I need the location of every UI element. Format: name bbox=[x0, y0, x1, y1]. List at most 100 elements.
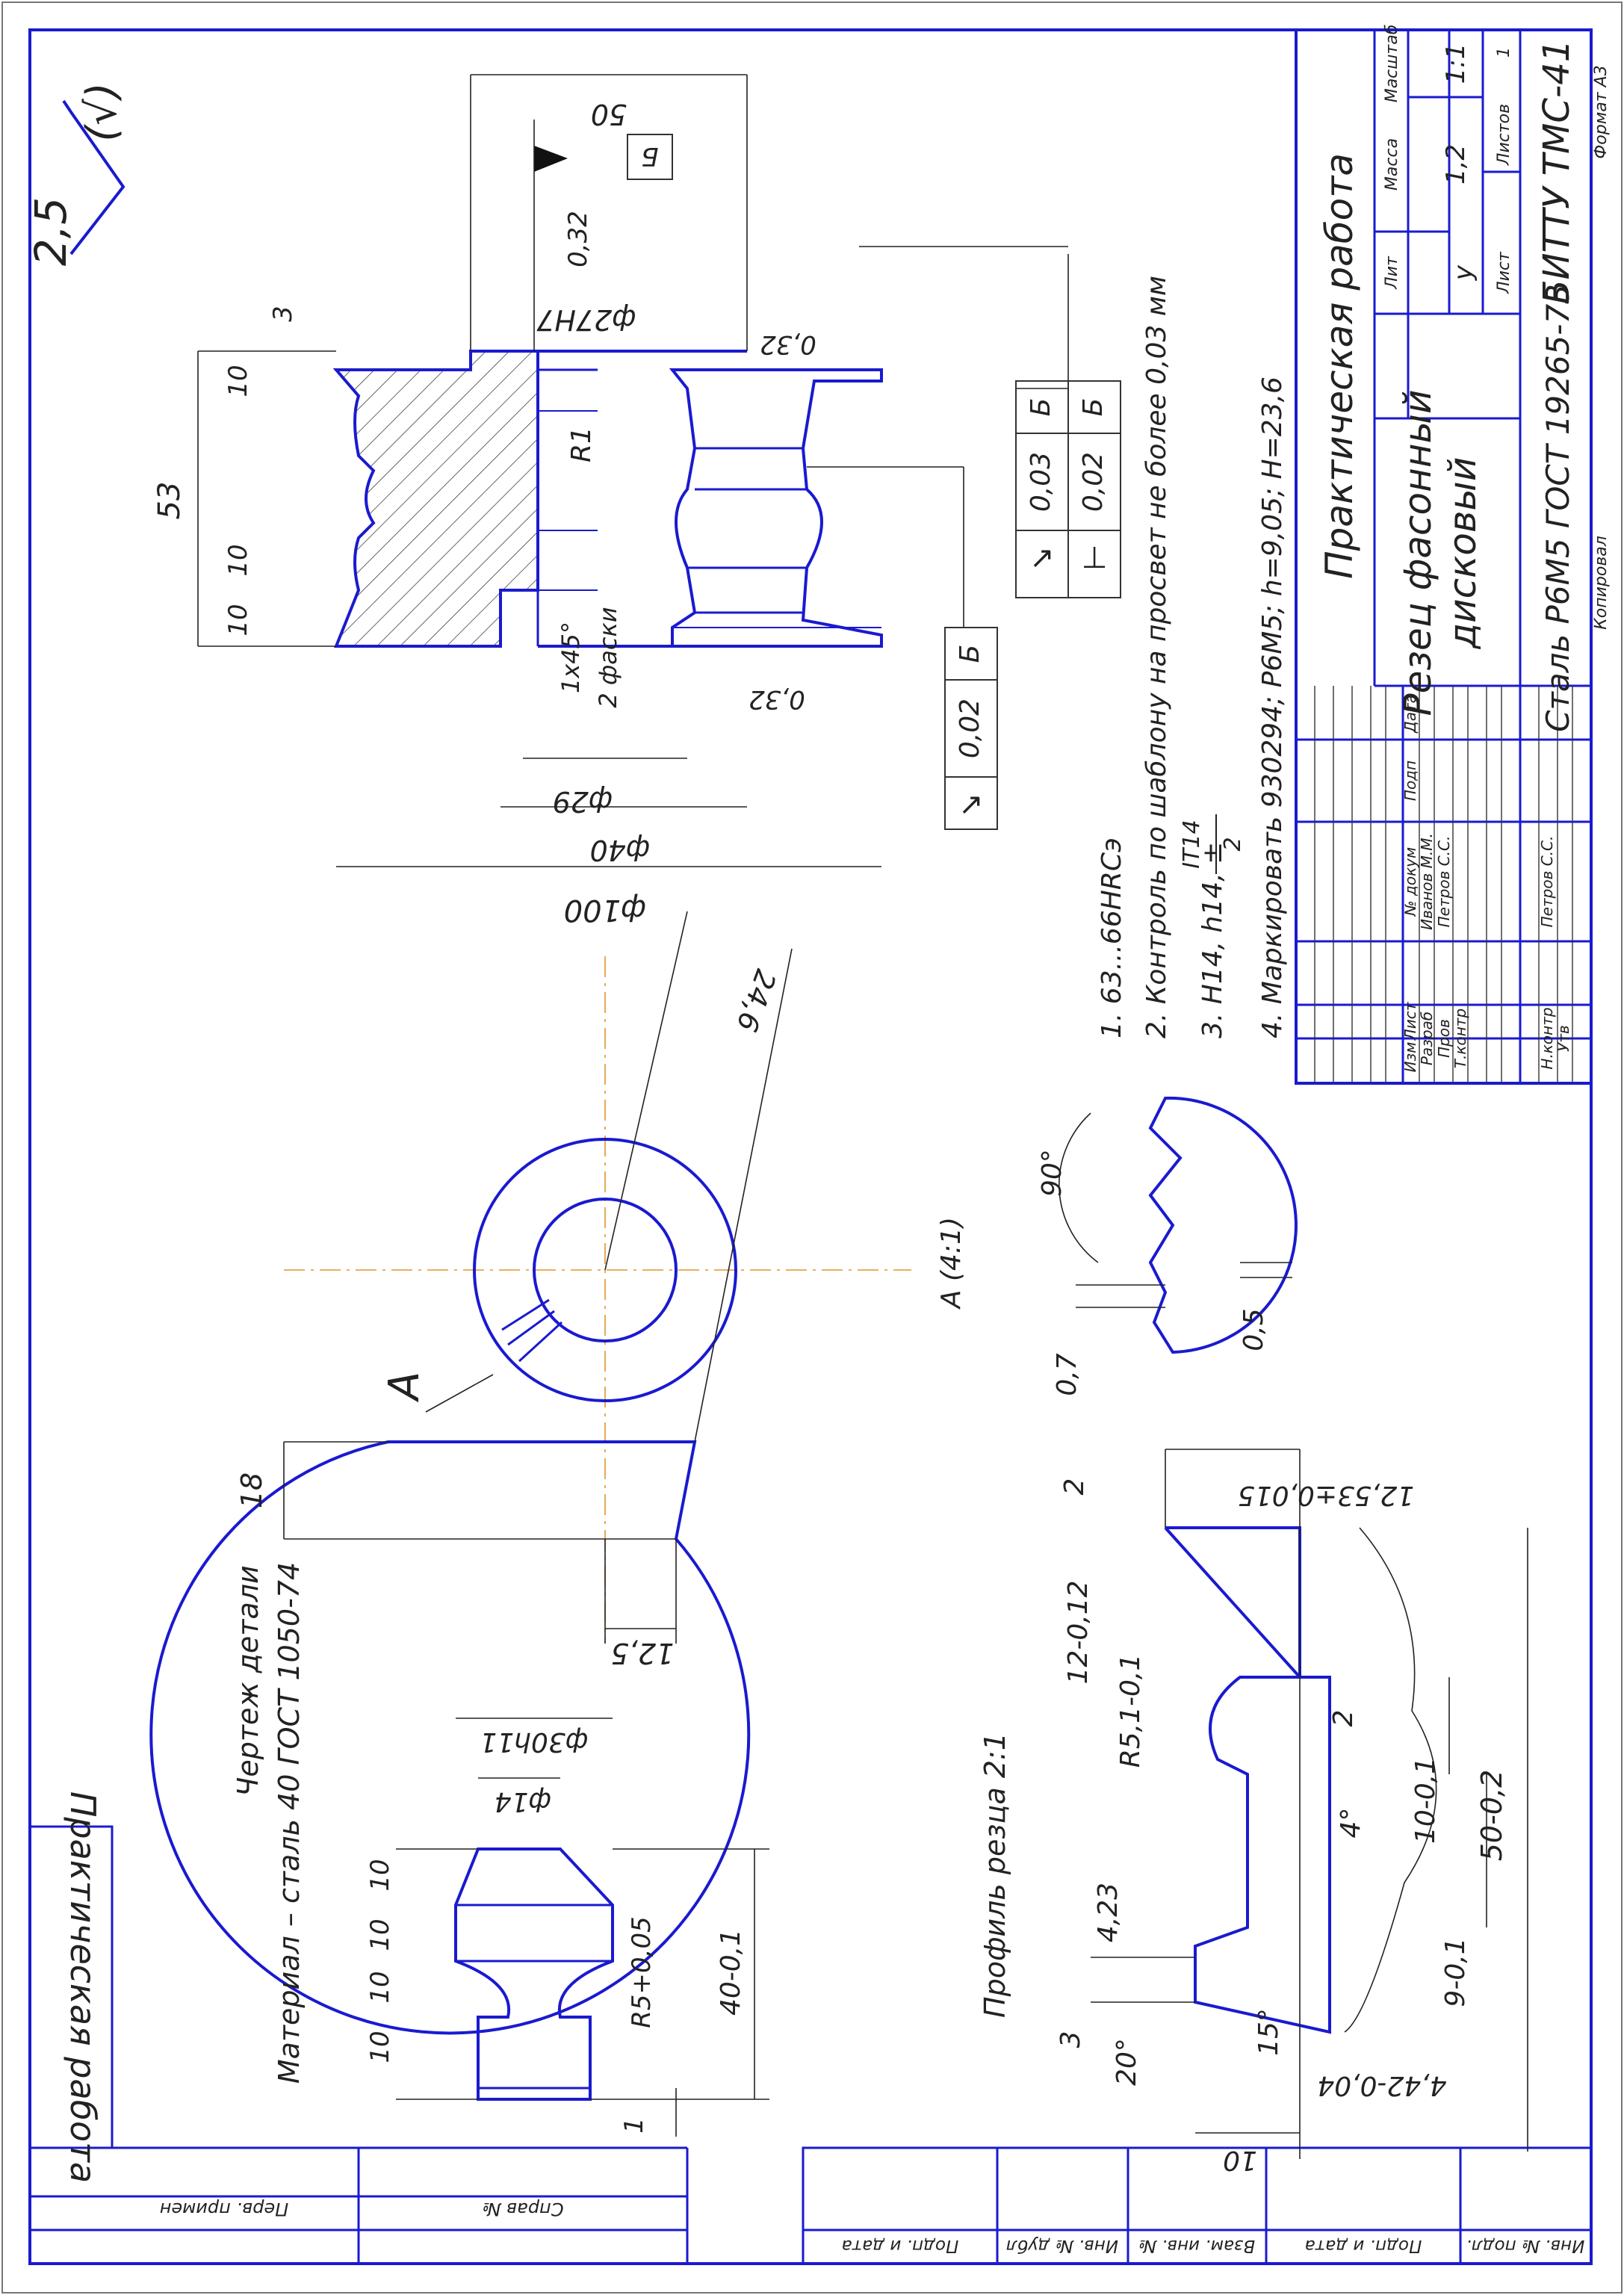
dim-4-42: 4,42-0,04 bbox=[1317, 2070, 1446, 2101]
note-2: 2. Контроль по шаблону на просвет не бол… bbox=[1141, 276, 1172, 1038]
dim-12-53: 12,53±0,015 bbox=[1238, 1480, 1414, 1511]
role-list: Лист bbox=[1401, 1001, 1419, 1041]
dim-24-6: 24,6 bbox=[730, 965, 782, 1036]
dim-3-profile: 3 bbox=[1056, 2031, 1086, 2048]
dim-10-profile: 10-0,1 bbox=[1410, 1757, 1441, 1844]
dim-1: 1 bbox=[619, 2117, 649, 2134]
dim-r5: R5+0,05 bbox=[627, 1916, 657, 2028]
profile-title: Профиль резца 2:1 bbox=[979, 1732, 1011, 2018]
col-lit: Лит bbox=[1383, 255, 1401, 290]
role-izm: Изм bbox=[1401, 1042, 1419, 1073]
col-mass: Масса bbox=[1383, 138, 1401, 191]
dim-9: 9-0,1 bbox=[1440, 1937, 1471, 2007]
tol-symbol-1: ↗ bbox=[1029, 541, 1055, 575]
note-3-numerator: IT14 bbox=[1179, 820, 1205, 868]
dim-90deg: 90° bbox=[1037, 1149, 1067, 1197]
left-strip: Перв. примен Справ № bbox=[30, 2146, 689, 2264]
scale-value: 1:1 bbox=[1441, 43, 1471, 84]
dim-12-5: 12,5 bbox=[611, 1637, 675, 1670]
left-strip-label-1: Перв. примен bbox=[160, 2199, 289, 2220]
format-label: Формат А3 bbox=[1592, 65, 1611, 158]
note-4: 4. Маркировать 930294; Р6М5; h=9,05; H=2… bbox=[1257, 377, 1288, 1038]
dim-12: 12-0,12 bbox=[1063, 1581, 1094, 1685]
title-block: Практическая работа Резец фасонный диско… bbox=[1295, 25, 1611, 1085]
roughness-mark: 2,5 (√) bbox=[25, 82, 126, 266]
dim-10-bottom: 10 bbox=[223, 604, 253, 636]
sheets-label: Листов bbox=[1495, 104, 1513, 166]
signer-name-1: Иванов М.М. bbox=[1418, 833, 1436, 930]
part-drawing-material: Материал – сталь 40 ГОСТ 1050-74 bbox=[273, 1562, 306, 2084]
tol-base-2: Б bbox=[1078, 398, 1109, 417]
dim-chamfer-count: 2 фаски bbox=[594, 607, 622, 707]
dim-f40: ф40 bbox=[590, 834, 651, 867]
dim-0-5: 0,5 bbox=[1239, 1308, 1269, 1351]
col-scale: Масштаб bbox=[1383, 25, 1401, 103]
material-spec: Сталь Р6М5 ГОСТ 19265-73 bbox=[1540, 284, 1576, 732]
dim-10-base: 10 bbox=[1223, 2145, 1257, 2175]
copied-label: Копировал bbox=[1592, 536, 1611, 630]
dim-10-top: 10 bbox=[223, 365, 253, 397]
part-name-line2: дисковый bbox=[1441, 457, 1484, 650]
dim-f30h11: ф30h11 bbox=[480, 1726, 588, 1757]
dim-10-mid: 10 bbox=[223, 544, 253, 576]
datum-b: Б bbox=[641, 141, 658, 171]
signer-role-1: Разраб bbox=[1418, 1012, 1436, 1065]
left-strip-label-2: Справ № bbox=[482, 2199, 563, 2220]
dim-f27h7: ф27Н7 bbox=[536, 303, 636, 336]
tol-base-1: Б bbox=[1026, 398, 1056, 417]
dim-chamfer: 1х45° bbox=[557, 622, 585, 693]
part-drawing: Чертеж детали Материал – сталь 40 ГОСТ 1… bbox=[232, 1562, 769, 2137]
bottom-strip-label-1: Подп. и дата bbox=[842, 2236, 959, 2255]
bottom-strip-label-2: Инв. № дубл bbox=[1006, 2236, 1118, 2255]
detail-label: A (4:1) bbox=[936, 1217, 967, 1310]
part-drawing-title: Чертеж детали bbox=[232, 1565, 264, 1796]
doc-title: Практическая работа bbox=[1318, 153, 1361, 579]
section-view: 50 Б 0,32 ф27Н7 0,32 3 10 53 10 10 10 R1… bbox=[152, 74, 883, 927]
bottom-strip-label-4: Подп. и дата bbox=[1305, 2236, 1422, 2255]
signer-name-4: Петров С.С. bbox=[1538, 836, 1556, 928]
dim-f29: ф29 bbox=[553, 785, 613, 818]
dim-10-b: 10 bbox=[365, 1918, 395, 1951]
cutter-profile: Профиль резца 2:1 2 12,53±0,015 12-0,12 … bbox=[979, 1449, 1528, 2175]
signer-role-5: Утв bbox=[1555, 1025, 1572, 1052]
technical-notes: 1. 63...66HRCэ 2. Контроль по шаблону на… bbox=[1097, 276, 1288, 1038]
tol-symbol-3: ↗ bbox=[958, 787, 984, 822]
dim-r5-1: R5,1-0,1 bbox=[1115, 1654, 1146, 1768]
dim-4deg: 4° bbox=[1336, 1808, 1366, 1839]
detail-a: 90° 0,7 0,5 bbox=[1037, 1096, 1298, 1396]
dim-53: 53 bbox=[152, 482, 187, 520]
side-label: Практическая работа bbox=[63, 1791, 103, 2183]
dim-10-c: 10 bbox=[365, 1971, 395, 2003]
view-label-a: A bbox=[380, 1372, 429, 1402]
note-3: 3. H14, h14, ± bbox=[1197, 842, 1228, 1038]
dim-10-a: 10 bbox=[365, 1859, 395, 1891]
bottom-strip-label-5: Инв. № подл. bbox=[1466, 2236, 1585, 2255]
dim-3: 3 bbox=[268, 306, 298, 322]
role-date: Дата bbox=[1401, 694, 1419, 734]
dim-roughness-032a: 0,32 bbox=[563, 211, 593, 267]
side-label-box: Практическая работа bbox=[28, 1791, 114, 2183]
front-view: 24,6 18 12,5 A A (4:1) bbox=[149, 911, 967, 2035]
dim-18: 18 bbox=[235, 1472, 268, 1508]
roughness-other: (√) bbox=[78, 82, 126, 141]
lit-value: у bbox=[1448, 264, 1478, 281]
dim-2-mid: 2 bbox=[1328, 1710, 1359, 1727]
dim-f100: ф100 bbox=[564, 893, 647, 927]
mass-value: 1,2 bbox=[1441, 144, 1471, 185]
signer-role-2: Пров bbox=[1435, 1019, 1453, 1058]
sheets-count: 1 bbox=[1495, 47, 1513, 58]
dim-2-top: 2 bbox=[1059, 1478, 1090, 1496]
tol-value-2: 0,02 bbox=[1078, 452, 1109, 512]
role-sign: Подп bbox=[1401, 761, 1419, 801]
tol-base-3: Б bbox=[955, 645, 985, 663]
dim-50: 50 bbox=[591, 98, 627, 131]
dim-15deg: 15° bbox=[1253, 2008, 1284, 2056]
organization: БИТТУ ТМС-41 bbox=[1536, 40, 1578, 305]
tol-value-3: 0,02 bbox=[955, 699, 985, 758]
note-1: 1. 63...66HRCэ bbox=[1097, 837, 1127, 1038]
dim-10-d: 10 bbox=[365, 2031, 395, 2063]
bottom-strip-label-3: Взам. инв. № bbox=[1138, 2236, 1255, 2255]
datum-triangle bbox=[534, 146, 568, 172]
